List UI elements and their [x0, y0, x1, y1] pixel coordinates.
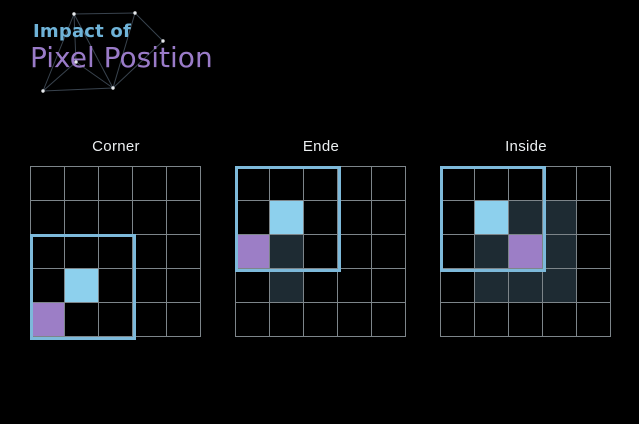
grid-cell — [509, 167, 543, 201]
grid-cell — [577, 201, 611, 235]
grid-cell — [577, 269, 611, 303]
grid-cell — [133, 167, 167, 201]
grid-cell — [167, 201, 201, 235]
grid-cell-neighbor — [543, 235, 577, 269]
grid-cell — [304, 269, 338, 303]
panel-label: Ende — [302, 138, 340, 155]
grid-cell — [236, 303, 270, 337]
grid-cell — [372, 201, 406, 235]
grid-cell — [65, 167, 99, 201]
grid-cell — [372, 269, 406, 303]
pixel-grid — [235, 166, 406, 337]
slide-kicker: Impact of — [33, 21, 132, 42]
grid-cell — [338, 201, 372, 235]
network-node — [133, 11, 137, 15]
grid-cell — [65, 235, 99, 269]
network-node — [41, 89, 45, 93]
grid-cell — [65, 201, 99, 235]
grid-cell — [236, 269, 270, 303]
grid-cell-target — [509, 235, 543, 269]
network-node — [111, 86, 115, 90]
network-edge — [134, 12, 164, 42]
grid-cell-neighbor — [509, 269, 543, 303]
grid-cell — [31, 235, 65, 269]
panel-label: Inside — [505, 138, 547, 155]
grid-cell — [441, 235, 475, 269]
grid-cell — [509, 303, 543, 337]
grid-cell — [441, 201, 475, 235]
network-node — [72, 12, 76, 16]
grid-cell — [475, 303, 509, 337]
grid-cell — [31, 167, 65, 201]
grid-cell — [236, 167, 270, 201]
grid-cell — [372, 303, 406, 337]
grid-cell-neighbor — [543, 201, 577, 235]
panel-inside: Inside — [440, 138, 612, 337]
grid-cell-neighbor — [543, 269, 577, 303]
grid-cell — [133, 269, 167, 303]
grid-cell — [99, 235, 133, 269]
grid-cell — [167, 167, 201, 201]
grid-cell — [167, 235, 201, 269]
grid-cell-neighbor — [475, 235, 509, 269]
grid-cell-target — [236, 235, 270, 269]
kernel-window-box — [235, 166, 341, 272]
grid-cell-target — [31, 303, 65, 337]
grid-cell — [304, 201, 338, 235]
grid-cell — [270, 167, 304, 201]
grid-cell — [167, 303, 201, 337]
grid-cell — [133, 235, 167, 269]
grid-cell — [99, 167, 133, 201]
grid-cell — [543, 167, 577, 201]
grid-cell — [372, 235, 406, 269]
grid-cell — [304, 167, 338, 201]
kernel-window-box — [440, 166, 546, 272]
grid-cell — [304, 303, 338, 337]
grid-cell — [99, 303, 133, 337]
grid-cell — [441, 303, 475, 337]
grid-cell-active — [270, 201, 304, 235]
grid-cell — [475, 167, 509, 201]
grid-cell — [338, 303, 372, 337]
grid-cell-neighbor — [509, 201, 543, 235]
network-edge — [73, 12, 136, 15]
grid-cell — [167, 269, 201, 303]
grid-cell — [441, 167, 475, 201]
kernel-window-box — [30, 234, 136, 340]
grid-cell — [372, 167, 406, 201]
grid-cell — [99, 269, 133, 303]
grid-cell — [441, 269, 475, 303]
grid-cell — [577, 167, 611, 201]
grid-cell — [338, 235, 372, 269]
panel-label: Corner — [92, 138, 140, 155]
grid-cell-active — [475, 201, 509, 235]
grid-cell-neighbor — [270, 269, 304, 303]
grid-cell-neighbor — [475, 269, 509, 303]
grid-cell — [338, 167, 372, 201]
grid-cell — [236, 201, 270, 235]
grid-cell-neighbor — [270, 235, 304, 269]
pixel-grid — [30, 166, 201, 340]
grid-cell — [543, 303, 577, 337]
grid-cell — [133, 303, 167, 337]
network-edge — [42, 87, 114, 92]
grid-cell — [65, 303, 99, 337]
grid-cell — [31, 201, 65, 235]
slide-title: Pixel Position — [30, 41, 213, 74]
grid-cell — [270, 303, 304, 337]
grid-cell — [133, 201, 167, 235]
grid-cell — [99, 201, 133, 235]
grid-cell — [31, 269, 65, 303]
panel-corner: Corner — [30, 138, 202, 340]
grid-cell — [577, 303, 611, 337]
pixel-grid — [440, 166, 611, 337]
grid-cell-active — [65, 269, 99, 303]
panel-ende: Ende — [235, 138, 407, 337]
grid-cell — [338, 269, 372, 303]
grid-cell — [304, 235, 338, 269]
grid-cell — [577, 235, 611, 269]
